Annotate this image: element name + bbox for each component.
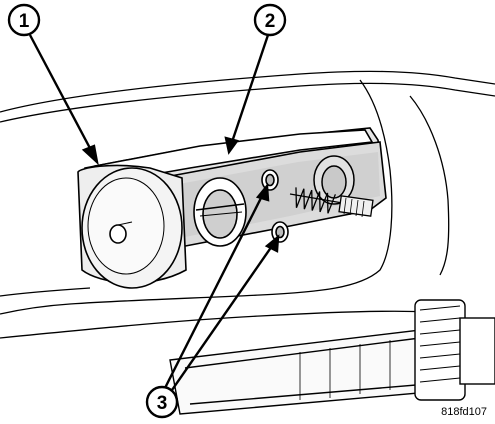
ac-line-fitting [169,299,495,415]
callout-2: 2 [253,3,287,37]
valve-port-large [193,177,247,247]
leader-line-3b [171,245,273,391]
callout-label-1: 1 [19,11,30,32]
arrowhead-3a-icon [255,182,270,202]
o-ring-upper [261,169,279,191]
callout-3: 3 [145,385,179,419]
leader-line-1 [28,34,94,153]
body-panel-lines [0,70,495,339]
valve-head-disc [81,167,183,289]
o-ring-lower [271,221,289,243]
callout-label-3: 3 [157,393,168,414]
valve-port-right [313,155,355,205]
figure-id: 818fd107 [441,406,487,418]
leader-line-3a [163,195,264,389]
arrowhead-2-icon [224,136,239,155]
callout-label-2: 2 [265,11,276,32]
arrowhead-3b-icon [264,234,280,253]
valve-spring-stud [289,187,374,218]
leader-line-2 [230,34,270,143]
arrowhead-1-icon [81,144,99,166]
leader-lines [28,34,280,391]
callout-1: 1 [7,3,41,37]
